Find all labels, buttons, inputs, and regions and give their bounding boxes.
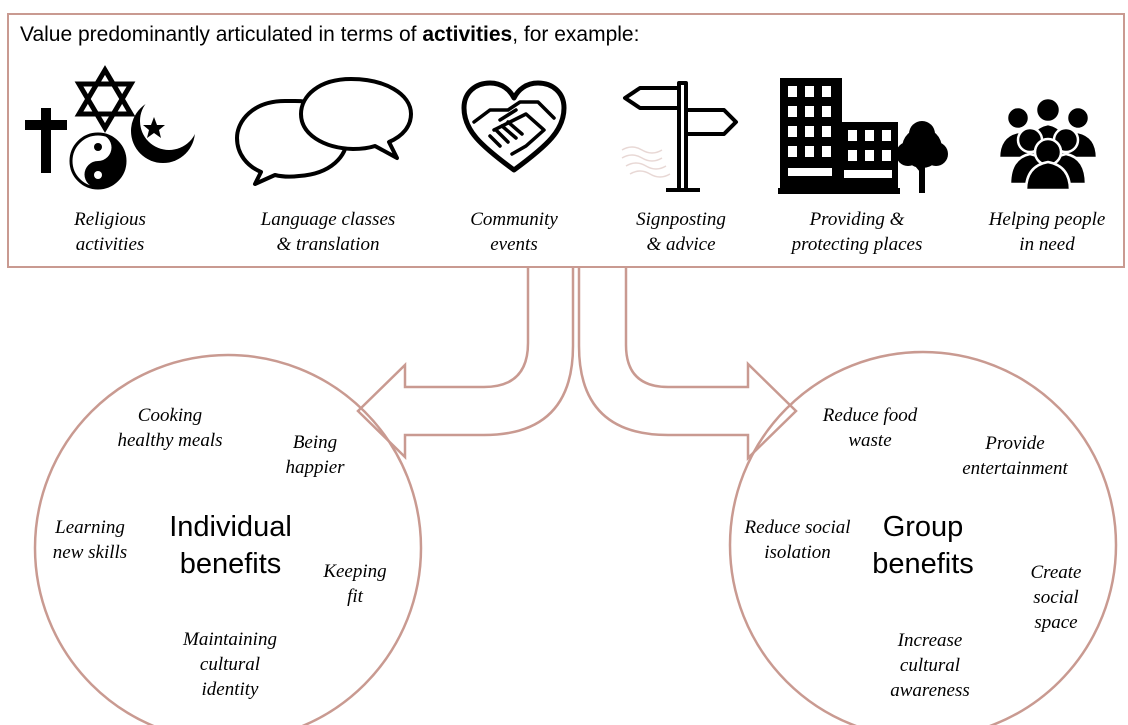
religious-symbols-icon	[20, 65, 205, 190]
header-suffix: , for example:	[512, 23, 640, 46]
header-emphasis: activities	[422, 23, 513, 46]
individual-circle	[33, 353, 423, 725]
activity-label-language: Language classes& translation	[260, 209, 396, 255]
signpost-icon	[620, 80, 740, 195]
left-arrow	[356, 268, 575, 460]
building-tree-icon	[778, 76, 948, 198]
header-title: Value predominantly articulated in terms…	[20, 22, 639, 48]
header-prefix: Value predominantly articulated in terms…	[20, 23, 423, 46]
heart-handshake-icon	[460, 80, 568, 175]
group-circle	[728, 350, 1118, 725]
people-group-icon	[996, 96, 1100, 191]
speech-bubbles-icon	[233, 76, 418, 186]
right-arrow	[577, 268, 798, 461]
activity-label-signposting: Signposting& advice	[636, 209, 726, 255]
activity-label-places: Providing &protecting places	[791, 209, 923, 255]
